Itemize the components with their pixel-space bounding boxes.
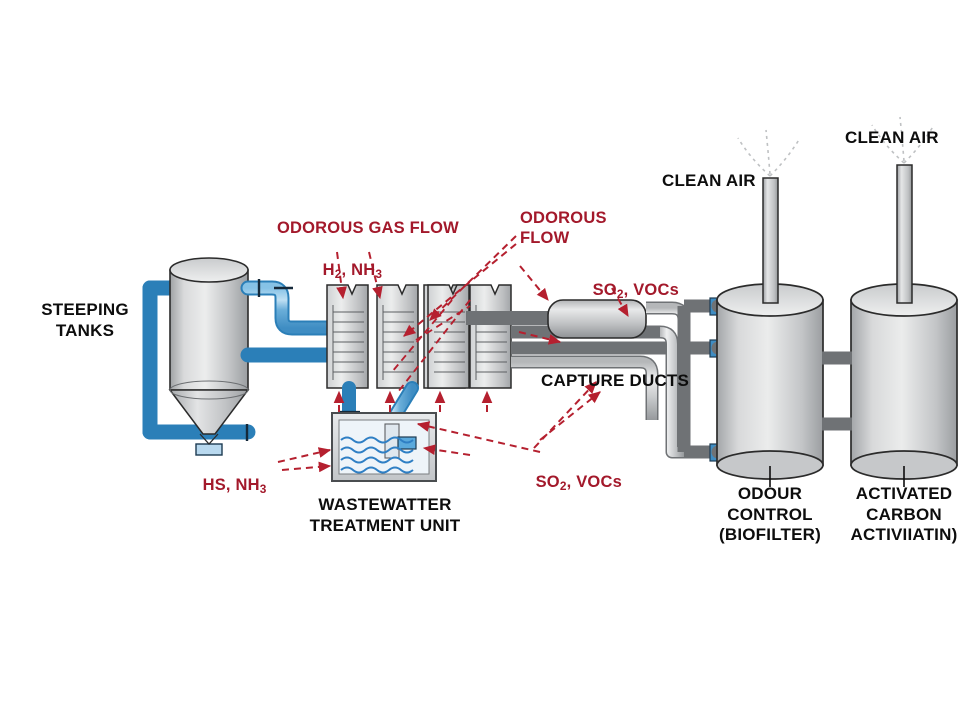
press-unit-2 — [376, 284, 419, 389]
label-activated-carbon: ACTIVATED CARBON ACTIVIIATIN) — [850, 484, 958, 545]
label-odorous-flow: ODOROUS FLOW — [520, 209, 607, 248]
so2-text: SO — [592, 281, 617, 300]
nh3-text: , NH — [341, 261, 376, 280]
label-odour-control: ODOUR CONTROL (BIOFILTER) — [719, 484, 821, 545]
nh3-sub: 3 — [375, 267, 383, 282]
press-units-group — [326, 284, 512, 389]
activated-carbon-vessel — [850, 164, 958, 480]
wastewater-treatment-unit — [331, 412, 437, 482]
label-so2-vocs-bottom: SO2, VOCs — [526, 452, 622, 494]
label-wastewater-unit: WASTEWATTER TREATMENT UNIT — [309, 495, 461, 535]
tank-top — [169, 257, 249, 283]
press-unit-5 — [469, 284, 512, 389]
hs-text: HS, NH — [202, 476, 260, 495]
h2-text: H — [322, 261, 335, 280]
label-clean-air-left: CLEAN AIR — [662, 171, 756, 190]
vessel-interconnect-ducts — [822, 351, 852, 431]
so2-text-2: SO — [535, 473, 560, 492]
odorous-flow-arrows — [277, 235, 629, 473]
tank-right-pipes — [240, 279, 338, 441]
capture-ducts-group — [466, 297, 749, 462]
biofilter-stack — [762, 177, 779, 304]
vocs-text-2: , VOCs — [566, 473, 622, 492]
steeping-tank-group — [142, 257, 338, 456]
tank-left-loop-pipe — [142, 280, 256, 440]
tank-outlet-valve — [195, 443, 223, 456]
odorous-flow-crosslines — [391, 299, 471, 393]
vocs-text: , VOCs — [623, 281, 679, 300]
label-capture-ducts: CAPTURE DUCTS — [541, 371, 690, 390]
so2-sub-2: 2 — [559, 479, 567, 494]
clean-air-spray-right — [871, 116, 935, 164]
label-clean-air-right: CLEAN AIR — [845, 128, 939, 147]
press-unit-1 — [326, 284, 369, 389]
water-waves — [340, 436, 414, 474]
hs-sub: 3 — [259, 482, 267, 497]
label-h2-nh3: H2, NH3 — [313, 240, 382, 282]
tank-cone — [168, 389, 250, 435]
clean-air-spray-left — [737, 129, 801, 177]
label-hs-nh3: HS, NH3 — [193, 455, 267, 497]
label-steeping-tanks: STEEPING TANKS — [41, 300, 129, 340]
label-odorous-gas-flow: ODOROUS GAS FLOW — [277, 219, 459, 237]
tank-shell — [169, 269, 249, 391]
odour-control-biofilter-vessel — [716, 177, 824, 480]
h2-sub: 2 — [334, 267, 342, 282]
label-so2-vocs-top: SO2, VOCs — [583, 260, 679, 302]
carbon-stack — [896, 164, 913, 304]
so2-sub: 2 — [616, 287, 624, 302]
